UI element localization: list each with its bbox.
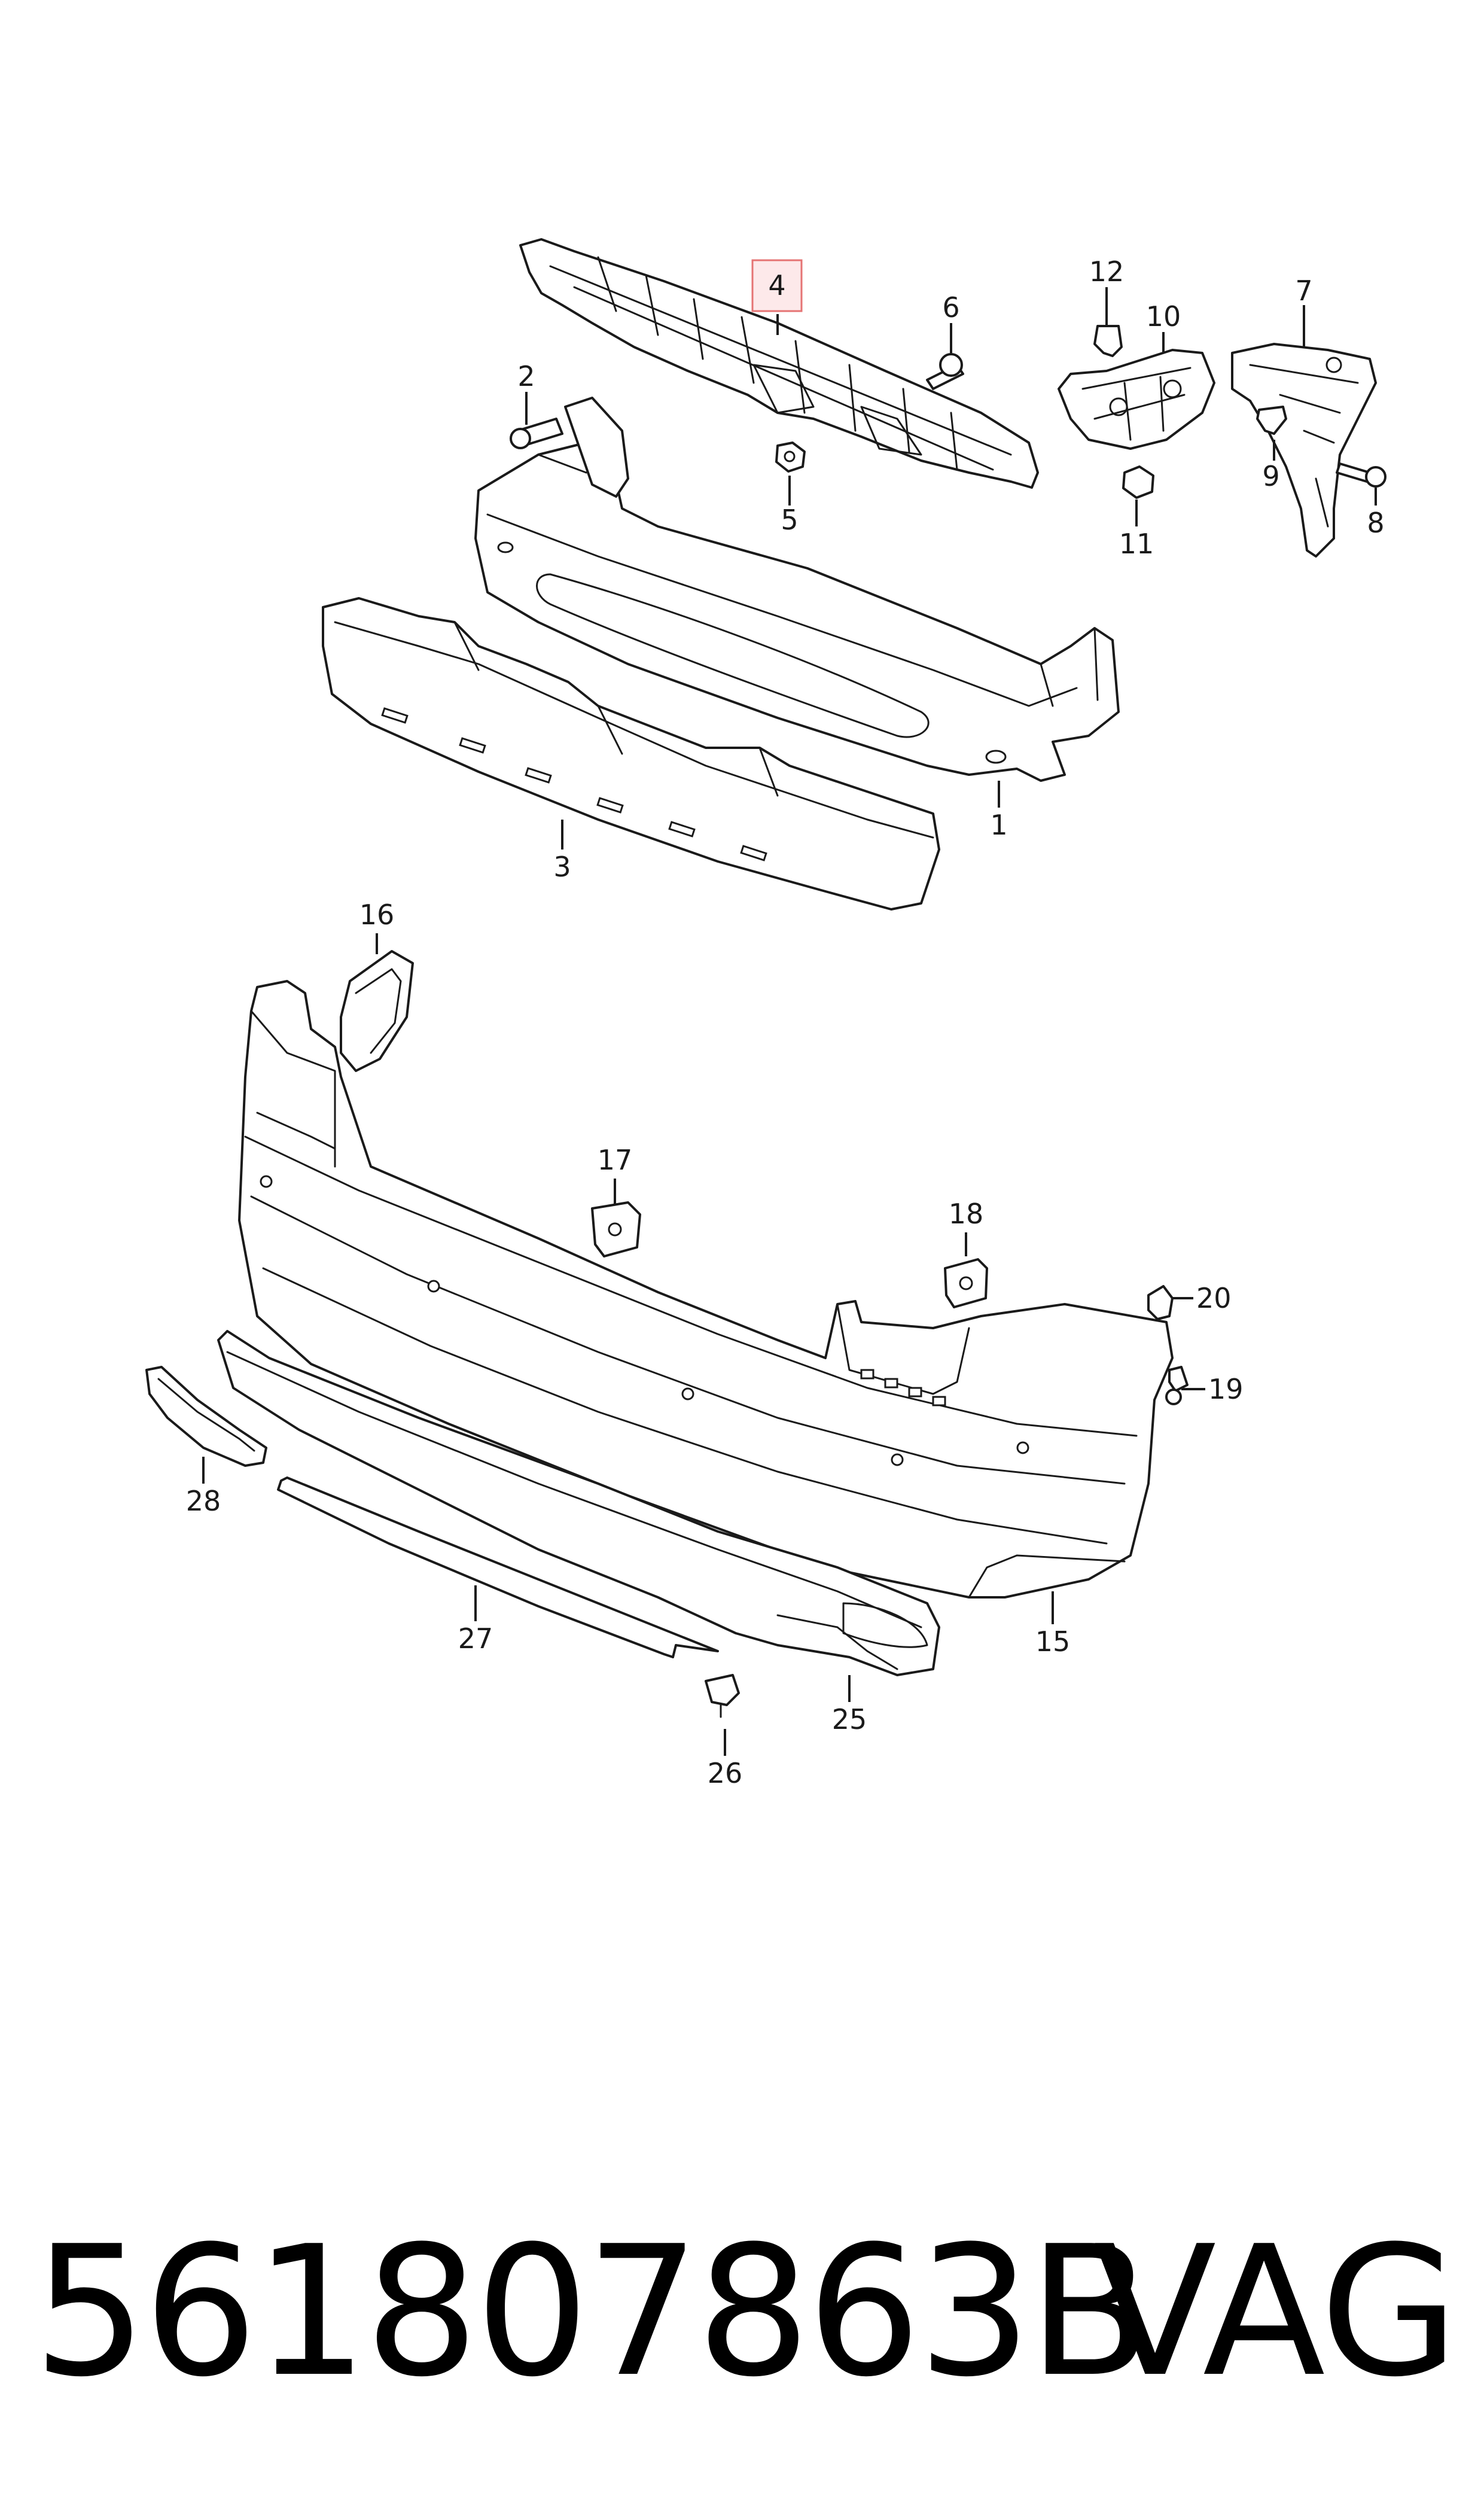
part-2-screw — [510, 397, 629, 498]
part-26-clip — [705, 1674, 740, 1718]
brand-name: VAG — [1093, 2208, 1459, 2416]
part-3-energy-absorber — [322, 597, 940, 911]
callout-26: 26 — [708, 1757, 743, 1789]
part-number: 561807863B — [33, 2208, 1151, 2416]
leader-lines — [202, 287, 1377, 1756]
highlight-box — [751, 259, 803, 312]
callout-12: 12 — [1089, 255, 1125, 288]
callout-3: 3 — [553, 851, 571, 883]
part-16-cover — [340, 950, 414, 1072]
part-28-side-grille — [145, 1366, 267, 1467]
part-19-screw — [1165, 1366, 1189, 1405]
part-4-mounting-bracket — [519, 238, 1039, 489]
part-7-side-bracket — [1231, 343, 1377, 558]
footer: 561807863B VAG — [33, 2208, 1459, 2416]
callout-17: 17 — [598, 1144, 633, 1176]
part-10-side-guide — [1058, 349, 1215, 450]
part-5-nut — [775, 442, 806, 473]
callout-19: 19 — [1208, 1373, 1244, 1405]
callout-16: 16 — [359, 899, 395, 931]
callout-6: 6 — [942, 291, 959, 324]
part-25-diffuser — [217, 1330, 940, 1676]
part-1-bumper-reinforcement — [474, 442, 1120, 782]
callout-1: 1 — [990, 809, 1007, 841]
part-9-clip — [1256, 406, 1287, 435]
callout-27: 27 — [458, 1622, 493, 1655]
callout-20: 20 — [1196, 1282, 1232, 1314]
part-8-screw — [1336, 462, 1387, 488]
callout-4: 4 — [768, 269, 785, 302]
callout-2: 2 — [517, 360, 535, 392]
part-12-clip — [1093, 325, 1123, 357]
part-17-bracket — [591, 1201, 641, 1258]
part-15-bumper-cover — [238, 980, 1174, 1599]
callout-25: 25 — [832, 1703, 867, 1735]
part-11-nut — [1122, 465, 1154, 499]
callout-18: 18 — [949, 1198, 984, 1230]
callout-8: 8 — [1367, 507, 1384, 539]
callout-11: 11 — [1119, 528, 1154, 560]
callout-28: 28 — [186, 1485, 221, 1517]
callout-5: 5 — [781, 504, 798, 536]
callout-9: 9 — [1262, 460, 1279, 492]
part-20-clip — [1147, 1285, 1174, 1320]
part-6-screw — [926, 353, 964, 390]
part-18-bracket — [944, 1258, 988, 1308]
part-27-trim-strip — [277, 1476, 719, 1658]
callout-7: 7 — [1295, 275, 1312, 307]
parts-diagram: 4 2 5 6 12 10 11 7 9 8 1 3 16 17 18 20 1… — [145, 238, 1387, 1789]
callout-labels: 4 2 5 6 12 10 11 7 9 8 1 3 16 17 18 20 1… — [186, 255, 1385, 1789]
callout-15: 15 — [1035, 1625, 1071, 1658]
callout-10: 10 — [1146, 300, 1181, 333]
